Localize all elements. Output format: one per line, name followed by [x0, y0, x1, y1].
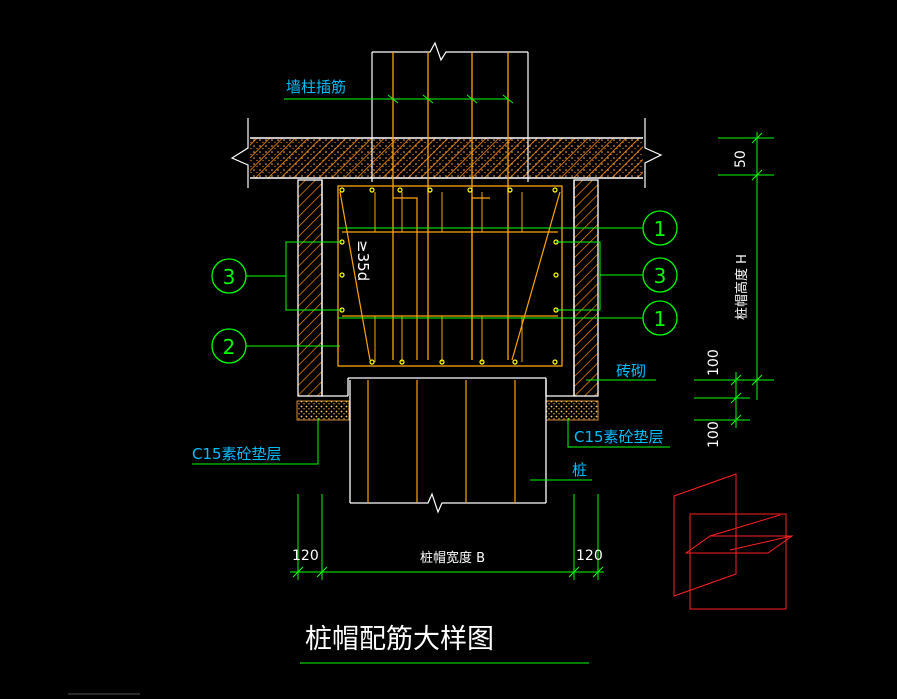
cushion-right-text: C15素砼垫层 [574, 428, 664, 446]
pile-text: 桩 [572, 461, 587, 479]
callout-1-lower: 1 [338, 300, 678, 336]
dim-bottom-1: 100 [706, 349, 722, 376]
cushion-right-label: C15素砼垫层 [567, 418, 670, 448]
pile [349, 380, 547, 514]
wall-rebar-text: 墙柱插筋 [286, 78, 346, 96]
dim-left-wall: 120 [292, 548, 319, 564]
anchor-length-label: ≥35d [354, 240, 372, 281]
brick-wall-left [297, 179, 323, 397]
callout-1-upper-text: 1 [654, 217, 667, 241]
cushion-left [296, 400, 350, 421]
brick-text: 砖砌 [616, 362, 646, 380]
dim-top-cover: 50 [733, 150, 749, 168]
callout-3-right: 3 [556, 241, 678, 311]
dim-right-wall: 120 [576, 548, 603, 564]
callout-3-left: 3 [211, 241, 342, 311]
brick-wall-right [573, 179, 599, 397]
starter-bars [371, 41, 529, 360]
dimension-width [290, 494, 604, 580]
callout-1-upper: 1 [338, 210, 678, 246]
drawing-title: 桩帽配筋大样图 [300, 624, 589, 664]
callout-1-lower-text: 1 [654, 307, 667, 331]
wall-rebar-label: 墙柱插筋 [284, 78, 514, 104]
callout-3-right-text: 3 [654, 264, 667, 288]
callout-2-text: 2 [223, 335, 236, 359]
title-text: 桩帽配筋大样图 [305, 624, 494, 655]
cushion-right [545, 400, 599, 421]
pile-cap-outline [321, 180, 575, 397]
dimension-height [694, 132, 774, 428]
cushion-left-text: C15素砼垫层 [192, 445, 282, 463]
dim-cap-width: 桩帽宽度 B [420, 550, 485, 566]
section-view-icon [673, 473, 794, 610]
pile-label: 桩 [530, 461, 592, 481]
callout-2: 2 [211, 328, 340, 364]
brick-label: 砖砌 [586, 362, 656, 381]
cushion-left-label: C15素砼垫层 [192, 418, 319, 465]
dim-cap-height: 桩帽高度 H [734, 254, 750, 320]
cap-reinforcement [337, 185, 563, 367]
ground-slab [230, 118, 663, 188]
dim-bottom-2: 100 [706, 421, 722, 448]
rebar-dots [339, 187, 559, 365]
callout-3-left-text: 3 [223, 265, 236, 289]
